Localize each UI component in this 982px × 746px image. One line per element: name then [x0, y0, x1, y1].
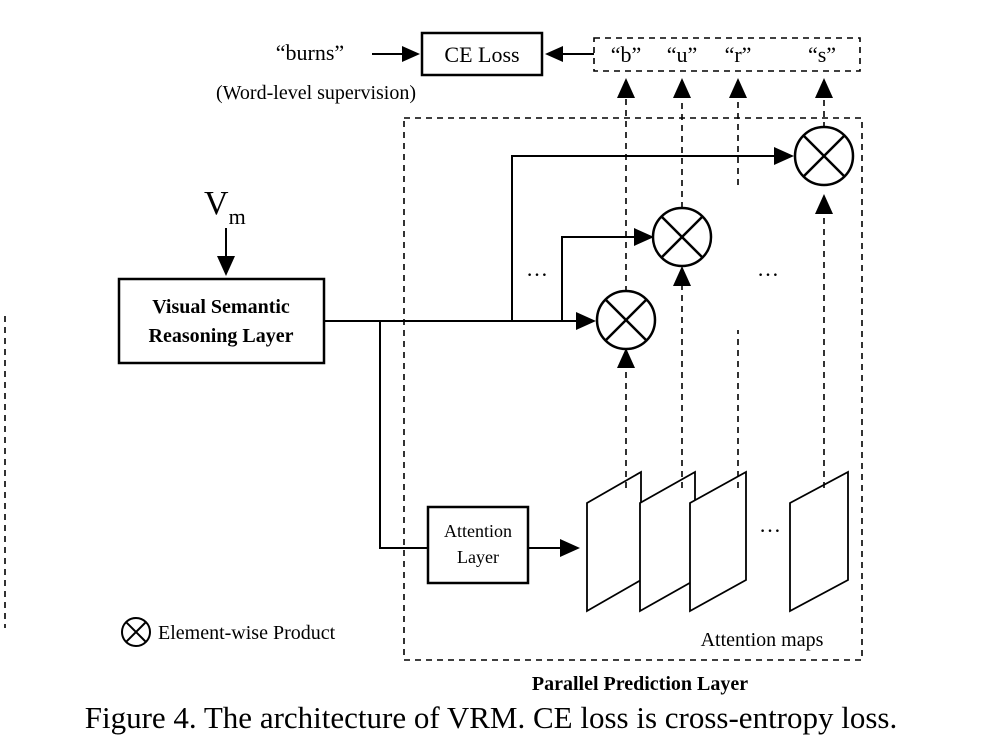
- output-char-b: “b”: [611, 42, 642, 67]
- product-node-s: [793, 125, 855, 187]
- product-ellipsis: …: [757, 256, 779, 281]
- attention-map-2: [639, 470, 696, 613]
- attention-map-1: [586, 470, 642, 613]
- vsr-label-line2: Reasoning Layer: [149, 325, 294, 347]
- burns-arrowhead: [402, 46, 420, 62]
- attention-map-3: [689, 470, 747, 613]
- legend-label: Element-wise Product: [158, 622, 336, 644]
- parallel-prediction-label: Parallel Prediction Layer: [532, 673, 748, 695]
- output-char-u: “u”: [667, 42, 698, 67]
- product-node-u: [651, 206, 713, 268]
- vm-label: Vm: [204, 185, 246, 229]
- feature-arrowhead-1: [576, 312, 596, 330]
- attention-layer-label-line2: Layer: [457, 547, 499, 567]
- attention-arrowhead: [560, 539, 580, 557]
- feature-arrowhead-2: [634, 228, 654, 246]
- vsr-label-line1: Visual Semantic: [152, 296, 290, 318]
- burns-label: “burns”: [276, 40, 344, 65]
- parallel-prediction-region: [403, 117, 863, 661]
- vm-arrowhead: [217, 256, 235, 276]
- feature-arrowhead-4: [774, 147, 794, 165]
- product-node-b: [595, 289, 657, 351]
- visual-semantic-reasoning-layer: [117, 277, 326, 365]
- attention-layer-label-line1: Attention: [444, 521, 512, 541]
- attention-map-4: [789, 470, 849, 613]
- ce-loss-label: CE Loss: [444, 42, 519, 67]
- outputs-box: [593, 37, 861, 72]
- ce-loss-box: [420, 31, 544, 77]
- attention-maps-label: Attention maps: [701, 629, 824, 651]
- outputs-arrowhead: [545, 46, 563, 62]
- element-wise-product-icon: [121, 617, 151, 647]
- word-supervision-label: (Word-level supervision): [216, 82, 416, 104]
- figure-caption: Figure 4. The architecture of VRM. CE lo…: [85, 700, 898, 735]
- attention-layer: [426, 505, 530, 585]
- output-char-s: “s”: [808, 42, 836, 67]
- maps-ellipsis: …: [759, 512, 781, 537]
- output-char-r: “r”: [725, 42, 752, 67]
- branch-ellipsis: …: [526, 256, 548, 281]
